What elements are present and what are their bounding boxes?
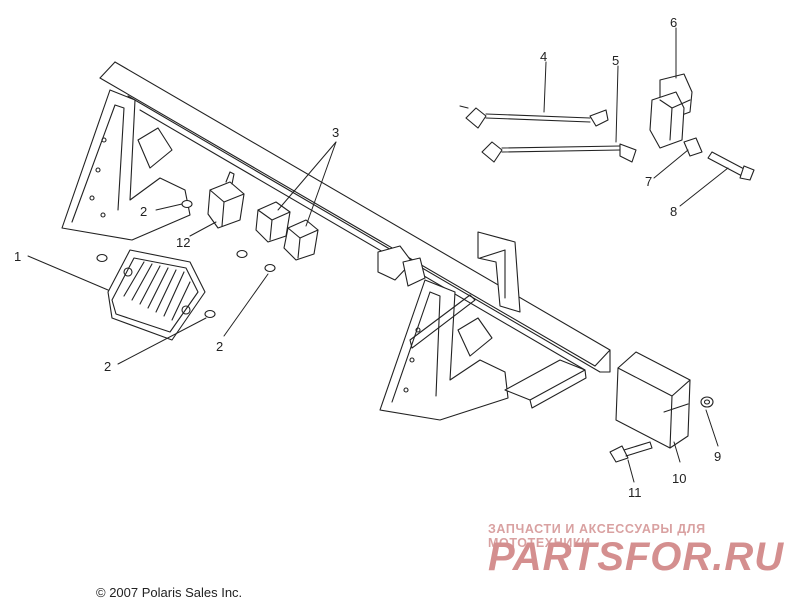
nut-9: [700, 396, 714, 408]
callout-2-b: 2: [104, 359, 112, 374]
left-gusset-bracket: [61, 89, 191, 241]
bolt-11: [609, 441, 653, 463]
callout-5: 5: [612, 53, 620, 68]
callout-2-a: 2: [140, 204, 148, 219]
right-gusset-bracket: [379, 279, 509, 421]
callout-8: 8: [670, 204, 678, 219]
spacer-7: [683, 137, 703, 157]
upper-mount-bracket: [377, 231, 521, 313]
callout-2-c: 2: [216, 339, 224, 354]
callout-10: 10: [672, 471, 687, 486]
lower-cross-brace: [504, 359, 587, 409]
callout-6: 6: [670, 15, 678, 30]
watermark-tagline: ЗАПЧАСТИ И АКСЕССУАРЫ ДЛЯ МОТОТЕХНИКИ: [488, 522, 706, 550]
callout-4: 4: [540, 49, 548, 64]
sensor-cable-5: [481, 141, 637, 163]
callout-3: 3: [332, 125, 340, 140]
relay-pair-3: [255, 201, 319, 261]
ignition-coil-6: [649, 73, 693, 149]
bolt-8: [707, 151, 755, 181]
copyright-notice: © 2007 Polaris Sales Inc.: [96, 585, 243, 600]
callout-1: 1: [14, 249, 22, 264]
relay-12: [207, 171, 245, 229]
sensor-cable-4: [459, 105, 609, 129]
watermark-logo: PARTSFOR.RU: [488, 535, 785, 579]
leader-lines: [27, 27, 729, 483]
frame-rail: [99, 61, 611, 373]
callout-7: 7: [645, 174, 653, 189]
screws: [96, 199, 276, 319]
callout-12: 12: [176, 235, 191, 250]
voltage-regulator: [107, 249, 206, 341]
callout-9: 9: [714, 449, 722, 464]
ecu-module-10: [615, 351, 691, 449]
callout-11: 11: [628, 485, 642, 500]
